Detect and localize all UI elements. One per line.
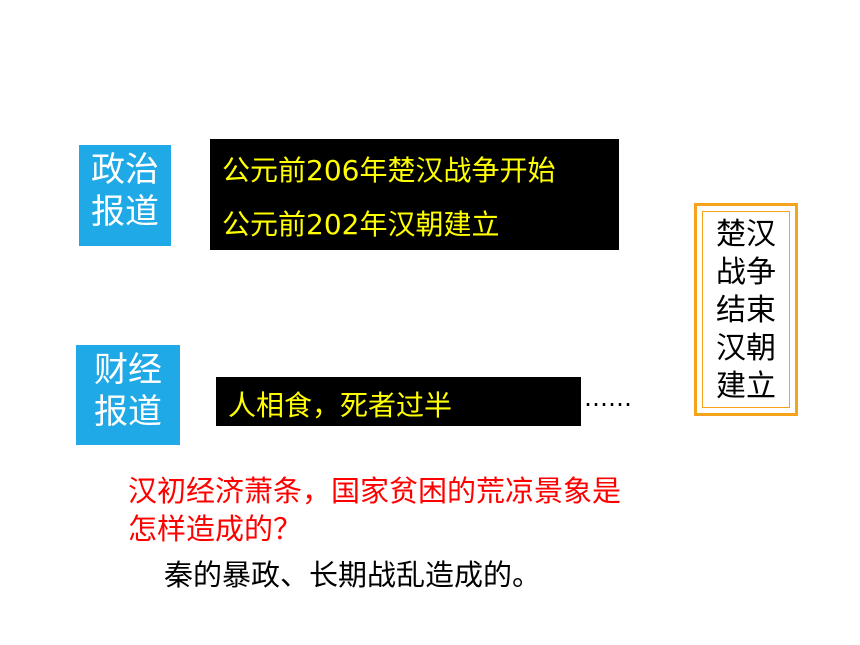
economy-tag-line1: 财经	[94, 350, 162, 390]
question-line1: 汉初经济萧条，国家贫困的荒凉景象是	[128, 474, 622, 508]
summary-line-2: 战争	[716, 255, 776, 290]
summary-box-inner-border	[702, 211, 790, 408]
economy-report-tag: 财经 报道	[76, 345, 180, 445]
summary-line-1: 楚汉	[716, 217, 776, 252]
politics-news-line2: 公元前202年汉朝建立	[222, 208, 500, 241]
politics-tag-line1: 政治	[91, 150, 159, 190]
economy-news-box: 人相食，死者过半	[216, 377, 581, 426]
question-line2: 怎样造成的？	[128, 512, 303, 546]
politics-news-box: 公元前206年楚汉战争开始 公元前202年汉朝建立	[210, 139, 619, 250]
economy-tag-line2: 报道	[94, 392, 162, 432]
politics-news-line1: 公元前206年楚汉战争开始	[222, 154, 556, 187]
answer-text: 秦的暴政、长期战乱造成的。	[164, 558, 542, 592]
politics-report-tag: 政治 报道	[79, 145, 171, 246]
economy-news-line1: 人相食，死者过半	[228, 389, 453, 422]
summary-line-3: 结束	[716, 293, 776, 328]
ellipsis-text: ……	[584, 384, 632, 412]
summary-line-4: 汉朝	[716, 331, 776, 366]
summary-box: 楚汉 战争 结束 汉朝 建立	[694, 203, 798, 416]
summary-line-5: 建立	[716, 369, 776, 404]
politics-tag-line2: 报道	[91, 192, 159, 232]
